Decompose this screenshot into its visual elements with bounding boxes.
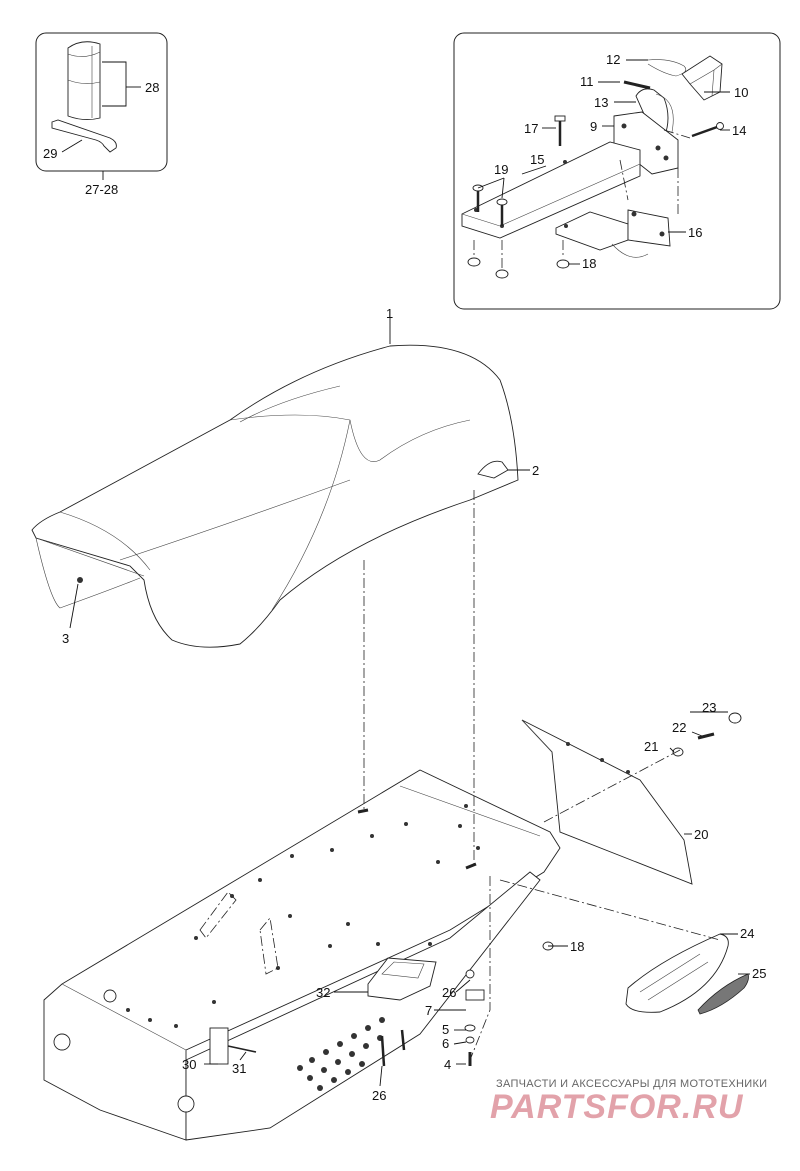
watermark-tagline: ЗАПЧАСТИ И АКСЕССУАРЫ ДЛЯ МОТОТЕХНИКИ [496,1078,767,1090]
callout-23: 23 [702,700,716,715]
callout-22: 22 [672,720,686,735]
grab-handle [625,933,729,1013]
strap-bracket [51,119,117,153]
callout-5: 5 [442,1022,449,1037]
footrest-holes [297,1017,385,1091]
callout-27-28: 27-28 [85,182,118,197]
inset-strap-kit [35,32,168,180]
callout-14: 14 [732,123,746,138]
callout-21: 21 [644,739,658,754]
watermark-brand: PARTSFOR.RU [490,1088,744,1126]
callout-32: 32 [316,985,330,1000]
callout-19: 19 [494,162,508,177]
inset-latch-assembly [453,32,781,310]
callout-26-upper: 26 [442,985,456,1000]
callout-28: 28 [145,80,159,95]
callout-12: 12 [606,52,620,67]
watermark: ЗАПЧАСТИ И АКСЕССУАРЫ ДЛЯ МОТОТЕХНИКИ PA… [490,1078,767,1126]
knee-block [367,957,437,1001]
callout-31: 31 [232,1061,246,1076]
callout-25: 25 [752,966,766,981]
callout-labels: 28 29 27-28 12 11 10 13 17 9 14 15 19 16… [43,52,766,1103]
seat-frame [43,769,561,1141]
callout-20: 20 [694,827,708,842]
callout-1: 1 [386,306,393,321]
callout-24: 24 [740,926,754,941]
callout-7: 7 [425,1003,432,1018]
callout-3: 3 [62,631,69,646]
callout-15: 15 [530,152,544,167]
base-plate [461,141,641,239]
seat [31,344,519,648]
callout-29: 29 [43,146,57,161]
pad-block [67,41,101,121]
pin [623,80,651,90]
callout-2: 2 [532,463,539,478]
mud-flap [521,719,693,885]
callout-18-top: 18 [582,256,596,271]
bolt-14 [691,122,724,138]
callout-9: 9 [590,119,597,134]
callout-13: 13 [594,95,608,110]
callout-26-lower: 26 [372,1088,386,1103]
callout-6: 6 [442,1036,449,1051]
callout-17: 17 [524,121,538,136]
latch-clip [209,1027,229,1065]
callout-4: 4 [444,1057,451,1072]
callout-30: 30 [182,1057,196,1072]
callout-10: 10 [734,85,748,100]
callout-16: 16 [688,225,702,240]
callout-11: 11 [580,74,594,89]
latch-cover [681,55,723,101]
reflector [697,973,749,1015]
lower-bracket [555,209,671,258]
hair-clip [647,59,687,77]
callout-18-main: 18 [570,939,584,954]
